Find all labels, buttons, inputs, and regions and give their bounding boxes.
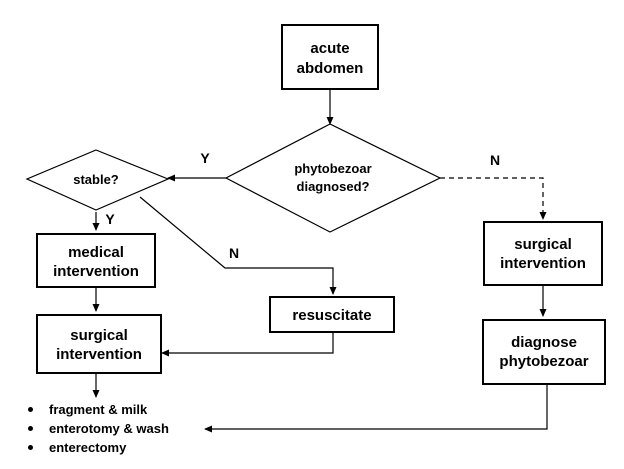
edge-label-diagnosed-yes: Y [200, 150, 210, 166]
bullet-icon [28, 445, 33, 450]
edges [92, 89, 548, 433]
edge-stable-to-resuscitate [139, 196, 337, 295]
edge-resuscitate-to-surgical-left [161, 332, 334, 357]
outcome-item: fragment & milk [26, 400, 169, 419]
node-resuscitate-line-1: resuscitate [292, 307, 371, 324]
outcome-item: enterectomy [26, 438, 169, 457]
node-diagnose-phytobezoar-line-2: phytobezoar [499, 353, 588, 370]
bullet-icon [28, 407, 33, 412]
node-medical-intervention: medical intervention [36, 233, 156, 288]
node-diagnose-phytobezoar-line-1: diagnose [511, 334, 577, 351]
outcome-label: fragment & milk [49, 402, 148, 417]
edge-diagnosed-to-surgical-right [440, 177, 547, 220]
node-acute-abdomen-line-2: abdomen [297, 60, 364, 77]
outcome-label: enterotomy & wash [49, 421, 169, 436]
outcome-list: fragment & milk enterotomy & wash entere… [26, 400, 169, 457]
node-phytobezoar-diagnosed-line-2: diagnosed? [297, 179, 370, 194]
node-surgical-intervention-right-line-1: surgical [514, 236, 572, 253]
node-resuscitate: resuscitate [269, 296, 395, 333]
edge-diagnose-to-outcomes [204, 385, 548, 433]
node-stable: stable? [25, 149, 170, 211]
node-surgical-intervention-left-line-2: intervention [56, 346, 142, 363]
outcome-label: enterectomy [49, 440, 127, 455]
node-acute-abdomen-line-1: acute [310, 40, 349, 57]
node-surgical-intervention-right-line-2: intervention [500, 255, 586, 272]
outcome-item: enterotomy & wash [26, 419, 169, 438]
node-phytobezoar-diagnosed-line-1: phytobezoar [294, 161, 371, 176]
node-phytobezoar-diagnosed: phytobezoar diagnosed? [224, 123, 442, 233]
node-surgical-intervention-right: surgical intervention [483, 221, 603, 286]
edge-label-diagnosed-no: N [490, 152, 500, 168]
edge-label-stable-no: N [229, 245, 239, 261]
node-surgical-intervention-left: surgical intervention [36, 314, 162, 374]
node-surgical-intervention-left-line-1: surgical [70, 327, 128, 344]
node-stable-line-1: stable? [73, 172, 119, 187]
edge-label-stable-yes: Y [105, 211, 115, 227]
node-medical-intervention-line-2: intervention [53, 263, 139, 280]
node-diagnose-phytobezoar: diagnose phytobezoar [482, 319, 606, 385]
node-medical-intervention-line-1: medical [68, 244, 124, 261]
bullet-icon [28, 426, 33, 431]
node-acute-abdomen: acute abdomen [281, 24, 379, 90]
